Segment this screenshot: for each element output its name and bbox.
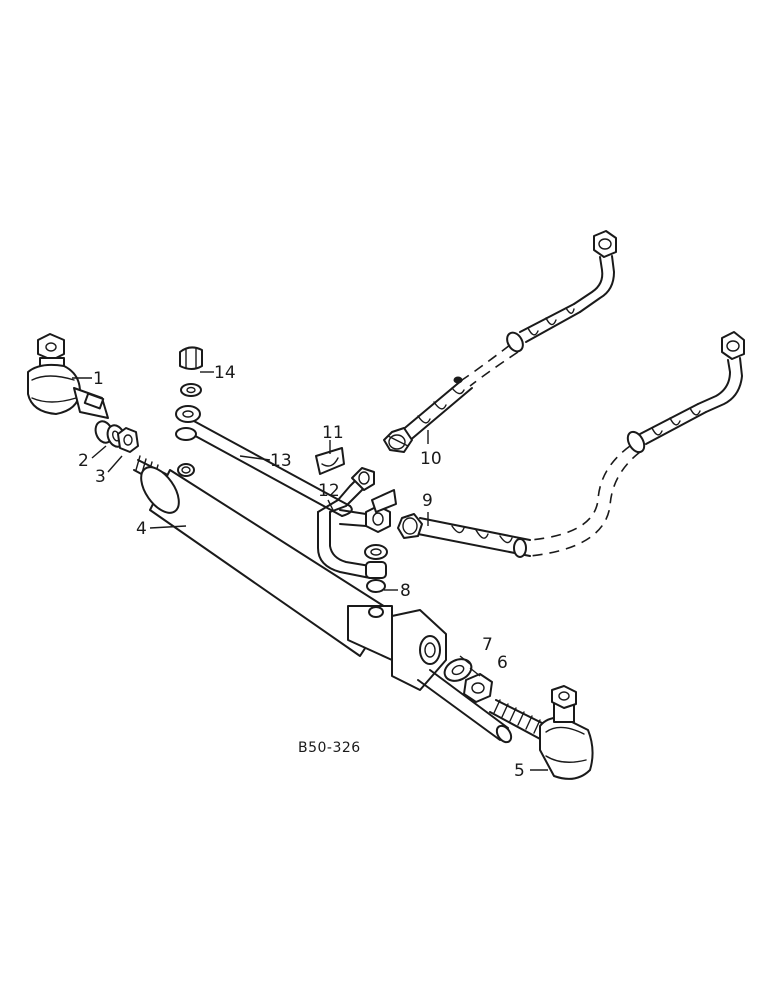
callout-14: 14 <box>214 363 236 383</box>
callout-13: 13 <box>270 451 292 471</box>
washer-right <box>443 658 473 682</box>
tie-rod-end-left <box>27 333 109 419</box>
tie-rod-end-right <box>489 685 594 780</box>
callout-labels: 1 2 3 4 5 6 7 8 9 10 11 12 13 14 <box>78 363 525 781</box>
banjo-fitting <box>364 544 388 593</box>
hose-upper <box>383 230 617 453</box>
leader-lines <box>72 371 548 771</box>
nut-left <box>117 427 139 453</box>
callout-7: 7 <box>482 635 493 655</box>
steering-cylinder <box>133 455 513 744</box>
callout-8: 8 <box>400 581 411 601</box>
callout-1: 1 <box>93 369 104 389</box>
pipe-clamp <box>315 447 397 513</box>
drawing-reference: B50-326 <box>298 740 361 756</box>
callout-11: 11 <box>322 423 344 443</box>
callout-4: 4 <box>136 519 147 539</box>
callout-12: 12 <box>318 481 340 501</box>
callout-2: 2 <box>78 451 89 471</box>
hose-lower <box>397 331 745 558</box>
banjo-bolt <box>175 346 203 441</box>
callout-6: 6 <box>497 653 508 673</box>
callout-10: 10 <box>420 449 442 469</box>
callout-3: 3 <box>95 467 106 487</box>
lock-nut-right <box>463 673 493 703</box>
callout-5: 5 <box>514 761 525 781</box>
callout-9: 9 <box>422 491 433 511</box>
